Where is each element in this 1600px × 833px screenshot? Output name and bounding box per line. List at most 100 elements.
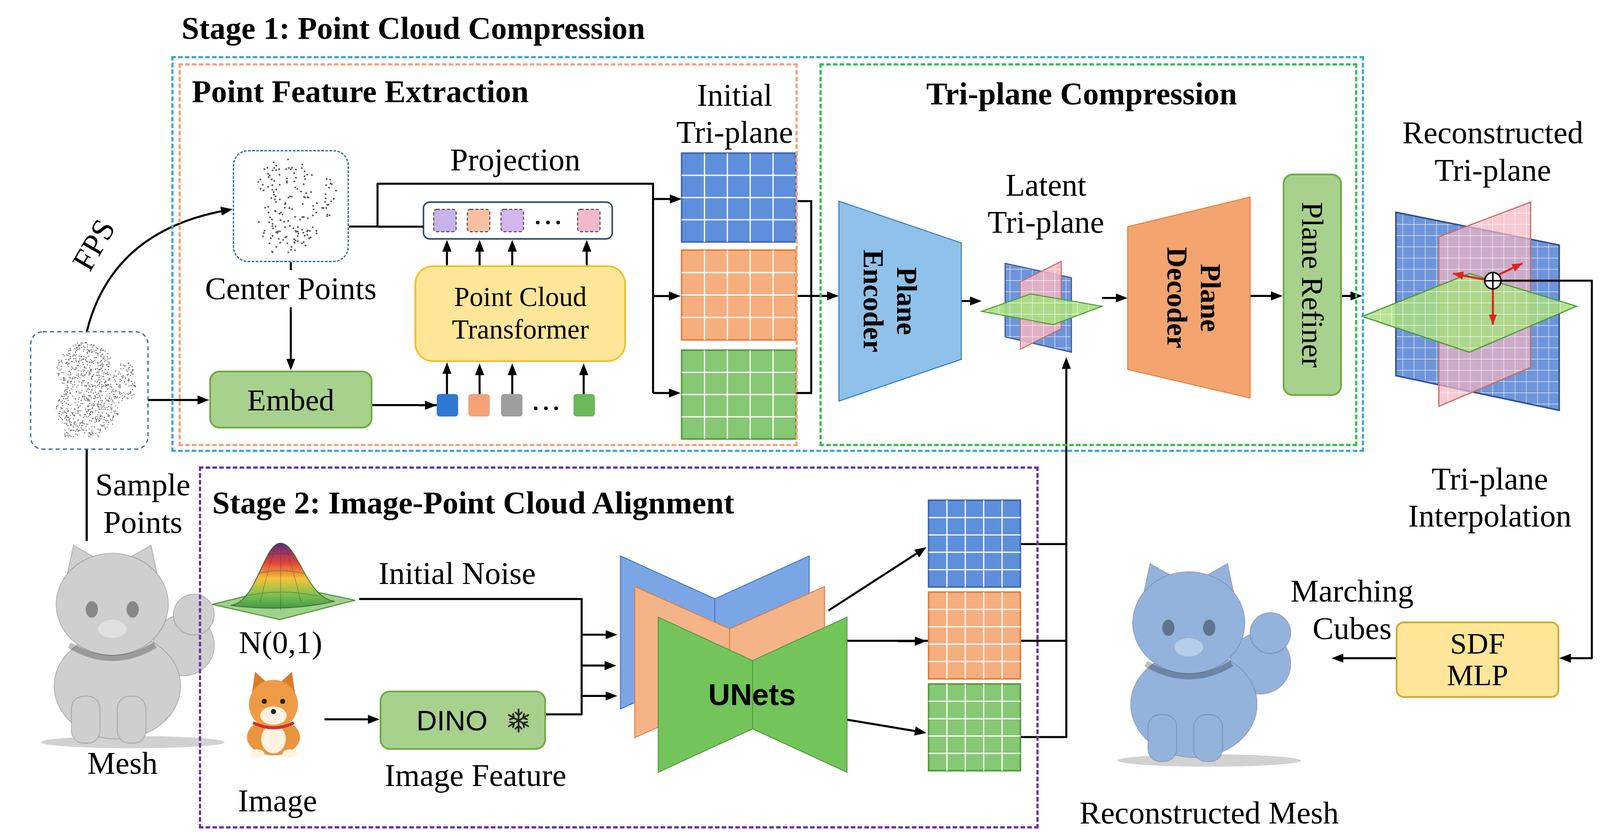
sampled-points-panel bbox=[30, 331, 149, 450]
point-dot bbox=[72, 427, 74, 429]
point-dot bbox=[67, 409, 69, 411]
point-dot bbox=[70, 436, 72, 438]
arrow-line bbox=[847, 719, 917, 731]
point-dot bbox=[56, 366, 58, 368]
point-dot bbox=[261, 183, 264, 186]
point-dot bbox=[97, 384, 99, 386]
point-dot bbox=[88, 349, 90, 351]
point-dot bbox=[91, 431, 93, 433]
point-dot bbox=[78, 360, 80, 362]
point-dot bbox=[85, 371, 87, 373]
node-label: Plane Encoder bbox=[856, 244, 924, 358]
point-dot bbox=[78, 370, 80, 372]
point-dot bbox=[71, 395, 73, 397]
point-dot bbox=[65, 398, 67, 400]
point-dot bbox=[103, 381, 105, 383]
point-dot bbox=[275, 188, 278, 191]
point-dot bbox=[103, 364, 104, 366]
point-dot bbox=[121, 392, 123, 394]
point-dot bbox=[88, 374, 90, 376]
point-dot bbox=[103, 378, 104, 380]
point-dot bbox=[279, 241, 282, 244]
point-dot bbox=[73, 357, 75, 359]
point-dot bbox=[100, 405, 102, 407]
point-dot bbox=[94, 421, 96, 423]
point-dot bbox=[69, 356, 71, 358]
point-dot bbox=[86, 352, 88, 354]
point-dot bbox=[65, 411, 66, 413]
point-dot bbox=[85, 360, 87, 362]
point-dot bbox=[287, 167, 290, 170]
wire-line bbox=[377, 225, 424, 228]
point-dot bbox=[79, 424, 80, 426]
point-dot bbox=[65, 394, 67, 396]
point-dot bbox=[272, 227, 274, 230]
point-dot bbox=[115, 370, 117, 372]
embedding-token bbox=[501, 394, 523, 417]
point-dot bbox=[92, 405, 94, 407]
point-dot bbox=[88, 435, 90, 437]
point-dot bbox=[76, 428, 78, 430]
point-dot bbox=[287, 196, 290, 199]
point-dot bbox=[103, 408, 104, 410]
point-dot bbox=[99, 414, 101, 416]
node-label: Center Points bbox=[202, 270, 380, 308]
point-dot bbox=[63, 393, 65, 395]
point-dot bbox=[96, 394, 98, 396]
point-dot bbox=[79, 429, 81, 431]
point-dot bbox=[76, 367, 78, 369]
point-dot bbox=[70, 424, 72, 426]
point-dot bbox=[99, 415, 101, 417]
point-dot bbox=[77, 412, 79, 414]
point-dot bbox=[61, 414, 62, 416]
diagram-decoration bbox=[377, 153, 1067, 771]
point-dot bbox=[57, 373, 59, 375]
point-dot bbox=[85, 385, 87, 387]
point-dot bbox=[289, 225, 292, 227]
point-dot bbox=[72, 414, 74, 416]
point-dot bbox=[77, 384, 79, 386]
point-dot bbox=[293, 180, 296, 183]
point-dot bbox=[79, 345, 80, 347]
point-dot bbox=[77, 420, 79, 422]
point-dot bbox=[94, 359, 96, 361]
point-dot bbox=[258, 221, 260, 223]
point-dot bbox=[106, 406, 108, 408]
point-dot bbox=[128, 385, 130, 387]
point-dot bbox=[64, 434, 66, 436]
point-dot bbox=[100, 355, 102, 357]
point-dot bbox=[266, 166, 269, 169]
feature-token bbox=[433, 209, 457, 232]
point-dot bbox=[57, 362, 59, 364]
point-dot bbox=[114, 412, 116, 414]
point-dot bbox=[112, 376, 114, 378]
point-dot bbox=[75, 397, 76, 399]
point-dot bbox=[271, 250, 273, 253]
point-dot bbox=[99, 368, 101, 370]
point-dot bbox=[302, 241, 305, 244]
point-dot bbox=[324, 197, 327, 200]
point-dot bbox=[73, 354, 75, 356]
arrow-head bbox=[475, 240, 485, 252]
point-dot bbox=[86, 390, 88, 392]
feature-plane-grid bbox=[681, 350, 796, 439]
point-dot bbox=[122, 367, 124, 369]
point-dot bbox=[284, 236, 287, 239]
point-dot bbox=[92, 434, 94, 436]
point-dot bbox=[76, 425, 78, 427]
point-dot bbox=[93, 344, 95, 346]
point-dot bbox=[99, 375, 101, 377]
point-dot bbox=[65, 394, 66, 396]
point-dot bbox=[325, 178, 328, 180]
point-dot bbox=[99, 390, 101, 391]
point-dot bbox=[67, 410, 69, 412]
point-dot bbox=[334, 189, 337, 192]
point-dot bbox=[75, 354, 77, 356]
point-dot bbox=[79, 358, 80, 360]
connector-arrow bbox=[1335, 657, 1396, 660]
point-dot bbox=[93, 385, 95, 386]
point-dot bbox=[78, 429, 80, 431]
point-dot bbox=[294, 239, 297, 242]
point-dot bbox=[110, 420, 112, 422]
point-dot bbox=[67, 424, 69, 426]
